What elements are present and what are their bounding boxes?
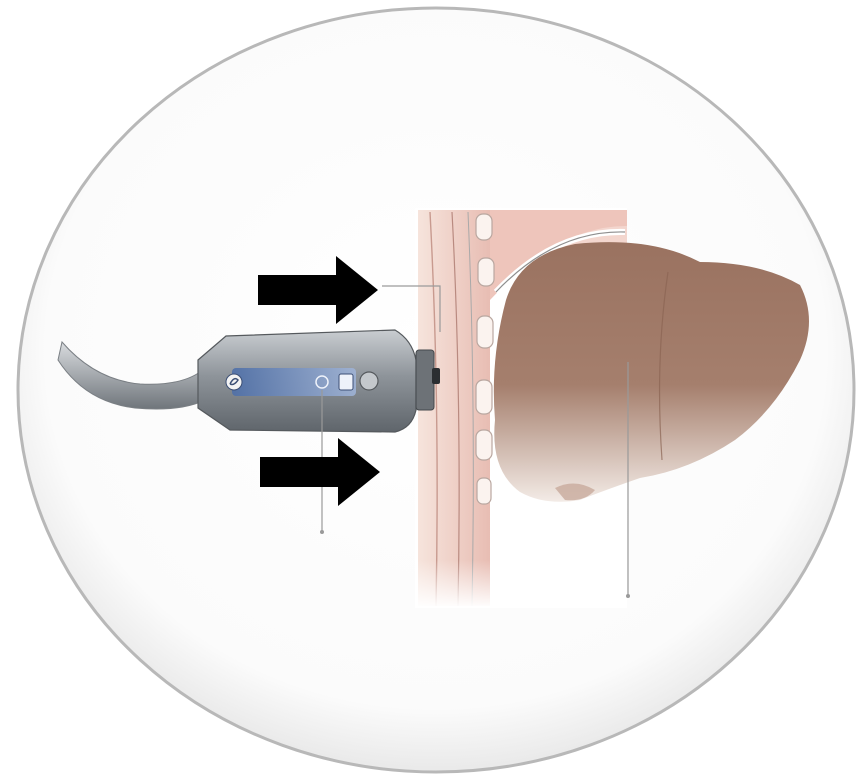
- probe-logo: [226, 374, 242, 390]
- ultrasound-transducer-icon: [198, 330, 440, 432]
- rib: [476, 380, 492, 414]
- rib: [477, 478, 491, 504]
- rib: [477, 316, 493, 348]
- probe-control-panel: [232, 368, 356, 396]
- liver-leader-dot: [626, 594, 630, 598]
- rib: [478, 258, 494, 286]
- probe-leader-dot: [320, 530, 324, 534]
- rib: [476, 430, 492, 460]
- probe-button-round: [360, 372, 378, 390]
- rib: [476, 214, 492, 240]
- probe-button-square: [339, 374, 353, 390]
